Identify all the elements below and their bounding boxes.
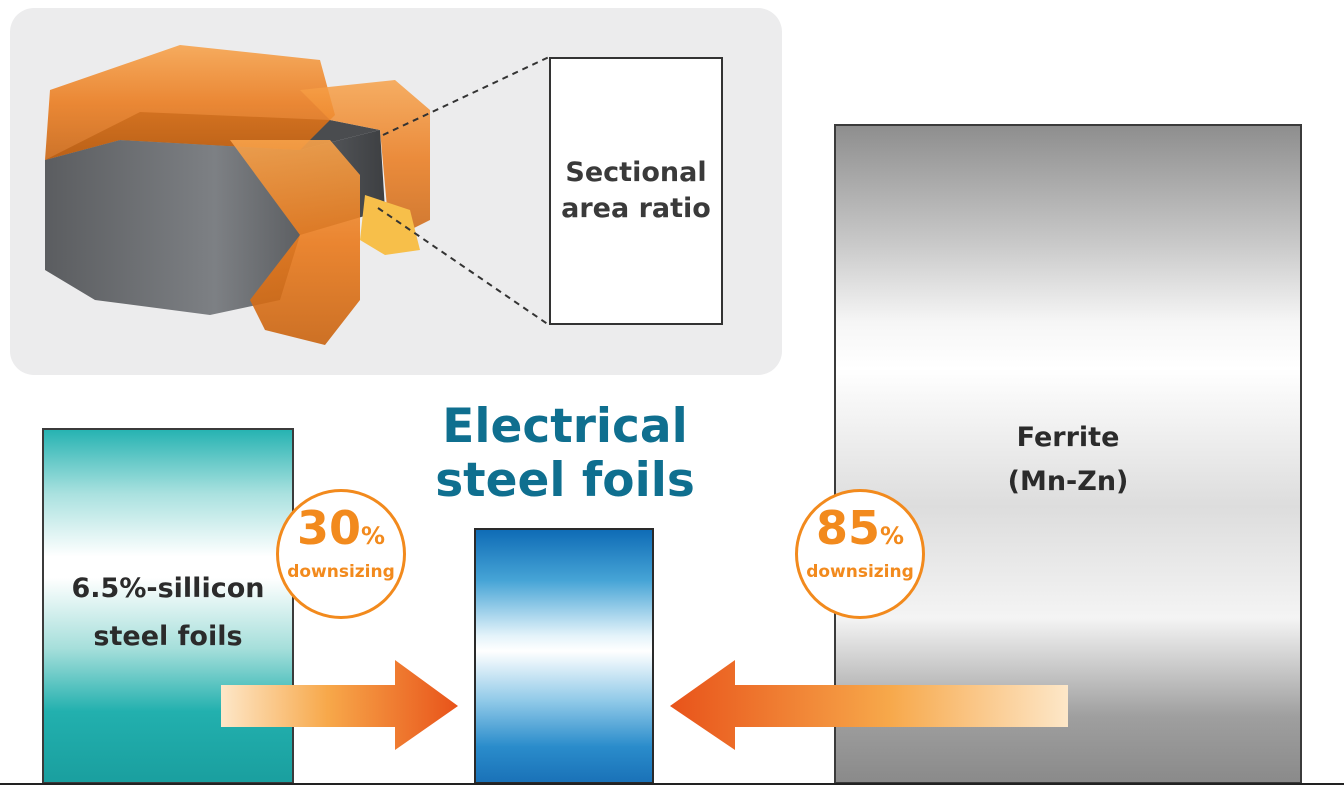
arrow-right-icon — [221, 660, 458, 750]
baseline — [0, 783, 1344, 785]
ferrite-label: Ferrite (Mn-Zn) — [1007, 422, 1129, 497]
coil-front — [230, 140, 360, 345]
ferrite-bar: Ferrite (Mn-Zn) — [834, 124, 1302, 784]
badge-30-unit: % — [360, 522, 386, 550]
badge-85-caption: downsizing — [806, 562, 914, 582]
badge-85-unit: % — [879, 522, 905, 550]
downsizing-85-badge: 85% downsizing — [795, 489, 925, 619]
coil-inner — [360, 195, 420, 255]
badge-30-value: 30 — [296, 501, 361, 555]
badge-30-caption: downsizing — [287, 562, 395, 582]
callout-label: Sectional area ratio — [561, 157, 711, 224]
sectional-area-callout: Sectional area ratio — [549, 57, 723, 325]
badge-85-value-row: 85% — [798, 502, 922, 562]
coil-right — [300, 80, 430, 240]
badge-30-value-row: 30% — [279, 502, 403, 562]
arrow-left-icon — [670, 660, 1068, 750]
electrical-steel-bar — [474, 528, 654, 784]
coil-left — [45, 45, 335, 160]
silicon-steel-label: 6.5%-sillicon steel foils — [71, 573, 265, 652]
badge-85-value: 85 — [815, 501, 880, 555]
downsizing-30-badge: 30% downsizing — [276, 489, 406, 619]
callout-line-bottom — [377, 207, 550, 326]
electrical-steel-title: Electrical steel foils — [435, 399, 695, 508]
callout-line-top — [382, 56, 550, 136]
